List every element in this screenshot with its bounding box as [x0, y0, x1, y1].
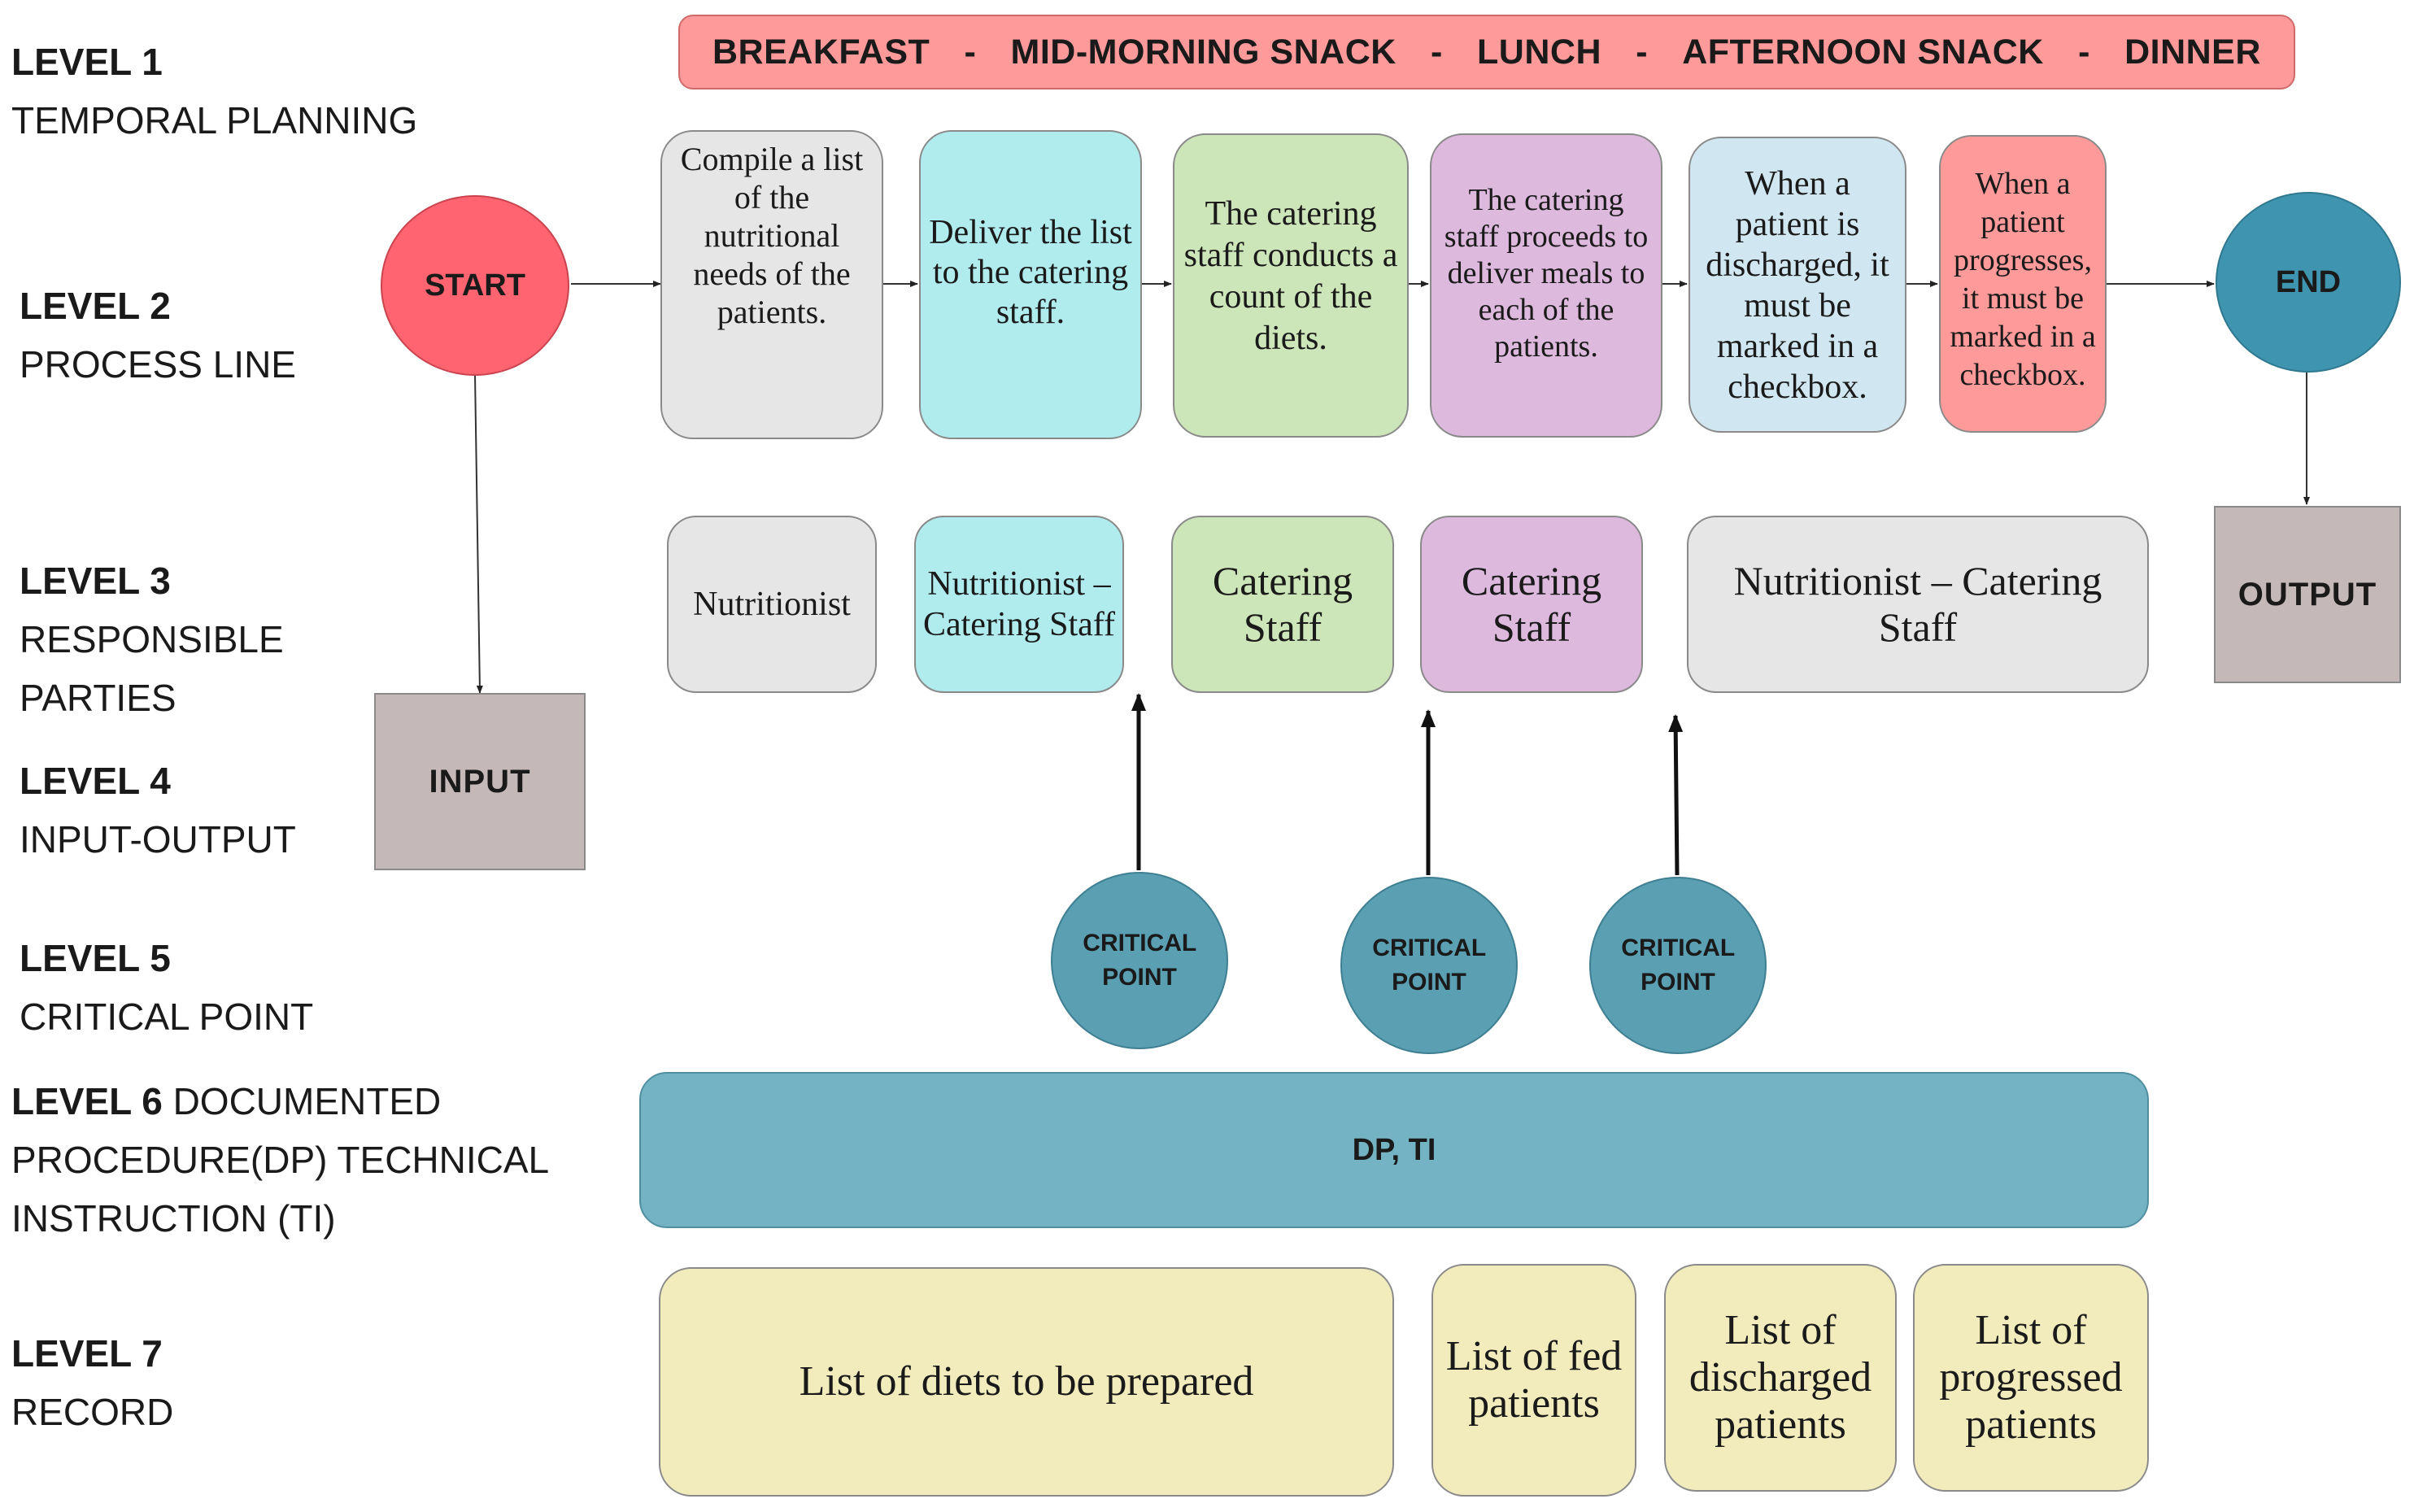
process-step-text: Compile a list of the nutritional needs …: [680, 141, 864, 330]
output-label: OUTPUT: [2238, 576, 2377, 612]
level-1-label: LEVEL 1 TEMPORAL PLANNING: [11, 33, 417, 150]
level-number: LEVEL 1: [11, 41, 163, 83]
meal-mid-morning-snack: MID-MORNING SNACK: [1010, 32, 1397, 72]
process-step-text: When a patient is discharged, it must be…: [1706, 165, 1889, 406]
output-box: OUTPUT: [2214, 506, 2401, 683]
level-number: LEVEL 4: [20, 760, 171, 802]
level-description: RESPONSIBLE: [20, 618, 284, 660]
record-text: List of discharged patients: [1688, 1307, 1872, 1448]
record-2: List of fed patients: [1431, 1264, 1636, 1497]
level-description: RECORD: [11, 1391, 174, 1433]
record-3: List of discharged patients: [1664, 1264, 1897, 1492]
responsible-party-text: Nutritionist: [693, 585, 851, 623]
documented-procedure-label: DP, TI: [1352, 1132, 1436, 1167]
critical-point-2: CRITICAL POINT: [1340, 877, 1518, 1054]
level-3-label: LEVEL 3 RESPONSIBLE PARTIES: [20, 551, 284, 727]
record-1: List of diets to be prepared: [659, 1267, 1394, 1497]
responsible-party-text: Nutritionist – Catering Staff: [922, 565, 1115, 643]
level-description: DOCUMENTED: [172, 1080, 442, 1122]
level-description: PROCESS LINE: [20, 343, 296, 386]
level-description: INPUT-OUTPUT: [20, 818, 296, 861]
level-description: CRITICAL POINT: [20, 996, 314, 1038]
arrow-cp3-to-role: [1668, 714, 1684, 876]
level-5-label: LEVEL 5 CRITICAL POINT: [20, 929, 313, 1046]
process-step-2: Deliver the list to the catering staff.: [919, 130, 1142, 439]
responsible-party-3: Catering Staff: [1171, 516, 1394, 693]
responsible-party-text: Catering Staff: [1212, 558, 1353, 650]
critical-point-label: CRITICAL POINT: [1083, 930, 1197, 991]
process-step-text: The catering staff conducts a count of t…: [1183, 195, 1398, 357]
critical-point-arrows: [1131, 693, 1684, 876]
record-text: List of diets to be prepared: [799, 1358, 1254, 1405]
level-number: LEVEL 7: [11, 1332, 163, 1375]
process-step-5: When a patient is discharged, it must be…: [1688, 137, 1906, 433]
critical-point-3: CRITICAL POINT: [1589, 877, 1767, 1054]
process-step-text: The catering staff proceeds to deliver m…: [1444, 182, 1649, 364]
temporal-planning-bar: BREAKFAST - MID-MORNING SNACK - LUNCH - …: [678, 15, 2295, 89]
responsible-party-1: Nutritionist: [667, 516, 877, 693]
record-4: List of progressed patients: [1913, 1264, 2149, 1492]
meal-dinner: DINNER: [2124, 32, 2261, 72]
level-description: INSTRUCTION (TI): [11, 1197, 336, 1240]
level-number: LEVEL 2: [20, 285, 171, 327]
process-arrows: [474, 281, 2310, 694]
process-step-6: When a patient progresses, it must be ma…: [1939, 135, 2107, 433]
end-label: END: [2275, 264, 2342, 299]
meal-breakfast: BREAKFAST: [712, 32, 930, 72]
record-text: List of fed patients: [1445, 1333, 1623, 1427]
responsible-party-text: Catering Staff: [1461, 558, 1602, 650]
level-description: TEMPORAL PLANNING: [11, 99, 418, 142]
level-4-label: LEVEL 4 INPUT-OUTPUT: [20, 752, 296, 869]
end-node: END: [2216, 192, 2401, 373]
responsible-party-4: Catering Staff: [1420, 516, 1643, 693]
critical-point-label: CRITICAL POINT: [1372, 935, 1487, 996]
record-text: List of progressed patients: [1939, 1307, 2123, 1448]
responsible-party-text: Nutritionist – Catering Staff: [1733, 558, 2102, 650]
meal-separator: -: [1636, 32, 1649, 72]
level-7-label: LEVEL 7 RECORD: [11, 1324, 173, 1441]
level-2-label: LEVEL 2 PROCESS LINE: [20, 277, 296, 394]
input-label: INPUT: [429, 763, 531, 800]
critical-point-label: CRITICAL POINT: [1621, 935, 1736, 996]
responsible-party-5: Nutritionist – Catering Staff: [1687, 516, 2149, 693]
start-node: START: [381, 195, 569, 376]
critical-point-1: CRITICAL POINT: [1051, 872, 1228, 1049]
process-step-3: The catering staff conducts a count of t…: [1173, 133, 1409, 438]
meal-lunch: LUNCH: [1477, 32, 1601, 72]
process-step-1: Compile a list of the nutritional needs …: [660, 130, 883, 439]
level-description: PROCEDURE(DP) TECHNICAL: [11, 1139, 550, 1181]
process-step-text: When a patient progresses, it must be ma…: [1950, 167, 2096, 392]
arrow-start-to-input: [474, 373, 483, 694]
process-step-text: Deliver the list to the catering staff.: [929, 213, 1132, 331]
input-box: INPUT: [374, 693, 586, 870]
meal-separator: -: [964, 32, 977, 72]
responsible-party-2: Nutritionist – Catering Staff: [914, 516, 1124, 693]
level-number: LEVEL 3: [20, 560, 171, 602]
level-number: LEVEL 6: [11, 1080, 163, 1122]
level-description: PARTIES: [20, 677, 176, 719]
meal-separator: -: [1431, 32, 1443, 72]
level-number: LEVEL 5: [20, 937, 171, 979]
meal-afternoon-snack: AFTERNOON SNACK: [1682, 32, 2044, 72]
meal-separator: -: [2078, 32, 2090, 72]
level-6-label: LEVEL 6 DOCUMENTED PROCEDURE(DP) TECHNIC…: [11, 1072, 549, 1248]
process-step-4: The catering staff proceeds to deliver m…: [1430, 133, 1662, 438]
documented-procedure-bar: DP, TI: [639, 1072, 2149, 1228]
start-label: START: [425, 268, 525, 303]
